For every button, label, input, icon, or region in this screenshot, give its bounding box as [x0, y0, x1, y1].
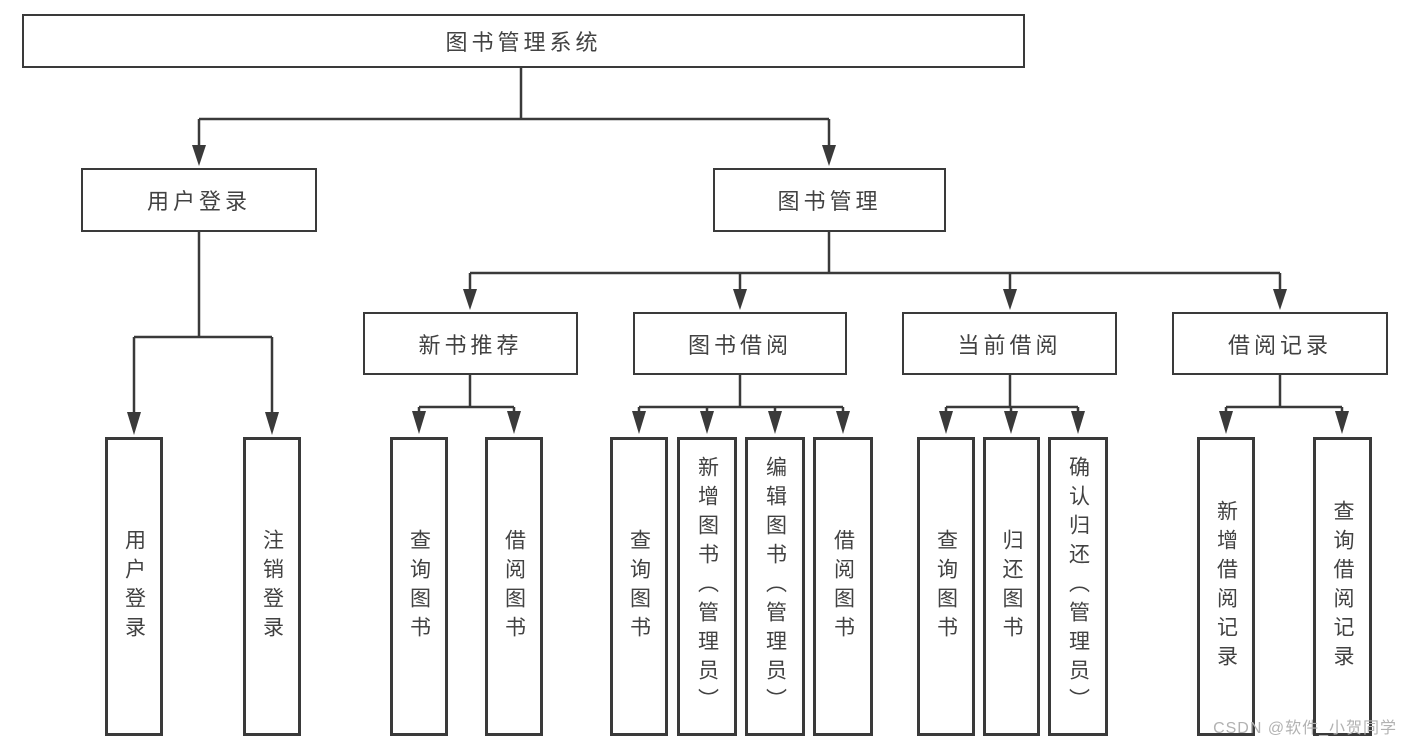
- node-label: 新书推荐: [418, 332, 523, 358]
- leaf-borrow-books-recommend: 借阅图书: [485, 437, 543, 736]
- arrow-down-icon: [192, 145, 206, 166]
- arrow-down-icon: [768, 411, 782, 434]
- leaf-edit-book-admin: 编辑图书（管理员）: [745, 437, 805, 736]
- node-label: 查询图书: [934, 528, 958, 645]
- node-label: 查询图书: [627, 528, 651, 645]
- leaf-add-borrow-record: 新增借阅记录: [1197, 437, 1255, 736]
- leaf-user-login: 用户登录: [105, 437, 163, 736]
- arrow-down-icon: [507, 411, 521, 434]
- node-label: 借阅记录: [1227, 332, 1332, 358]
- node-label: 图书管理: [777, 189, 882, 214]
- arrow-down-icon: [1004, 411, 1018, 434]
- node-label: 查询图书: [407, 528, 431, 645]
- node-label: 归还图书: [1000, 528, 1023, 645]
- node-borrowing-records: 借阅记录: [1172, 312, 1388, 375]
- leaf-query-books-borrow: 查询图书: [610, 437, 668, 736]
- arrow-down-icon: [412, 411, 426, 434]
- arrow-down-icon: [939, 411, 953, 434]
- node-label: 新增图书（管理员）: [695, 456, 719, 717]
- node-label: 图书借阅: [687, 332, 792, 358]
- leaf-borrow-books: 借阅图书: [813, 437, 873, 736]
- leaf-query-books-current: 查询图书: [917, 437, 975, 736]
- arrow-down-icon: [463, 289, 477, 310]
- arrow-down-icon: [1335, 411, 1349, 434]
- node-label: 注销登录: [260, 528, 284, 645]
- node-label: 编辑图书（管理员）: [763, 456, 787, 717]
- node-label: 用户登录: [122, 528, 146, 645]
- arrow-down-icon: [632, 411, 646, 434]
- connector-lines: [132, 66, 1344, 414]
- leaf-confirm-return-admin: 确认归还（管理员）: [1048, 437, 1108, 736]
- node-library-system: 图书管理系统: [22, 14, 1025, 68]
- arrow-down-icon: [265, 412, 279, 435]
- node-label: 用户登录: [146, 189, 251, 214]
- node-user-login: 用户登录: [81, 168, 317, 232]
- leaf-query-borrow-record: 查询借阅记录: [1313, 437, 1372, 736]
- arrow-down-icon: [127, 412, 141, 435]
- node-label: 当前借阅: [957, 332, 1062, 358]
- leaf-return-book: 归还图书: [983, 437, 1040, 736]
- leaf-query-books-recommend: 查询图书: [390, 437, 448, 736]
- arrowheads: [127, 145, 1349, 435]
- node-label: 新增借阅记录: [1214, 499, 1238, 674]
- node-current-borrowing: 当前借阅: [902, 312, 1117, 375]
- node-label: 借阅图书: [502, 528, 526, 645]
- arrow-down-icon: [836, 411, 850, 434]
- arrow-down-icon: [1071, 411, 1085, 434]
- leaf-logout: 注销登录: [243, 437, 301, 736]
- node-book-management: 图书管理: [713, 168, 946, 232]
- node-label: 查询借阅记录: [1331, 499, 1354, 674]
- node-label: 借阅图书: [831, 528, 855, 645]
- node-book-borrowing: 图书借阅: [633, 312, 847, 375]
- arrow-down-icon: [1003, 289, 1017, 310]
- arrow-down-icon: [822, 145, 836, 166]
- watermark: CSDN @软件_小贺同学: [1213, 720, 1397, 737]
- arrow-down-icon: [1273, 289, 1287, 310]
- arrow-down-icon: [700, 411, 714, 434]
- node-new-book-recommend: 新书推荐: [363, 312, 578, 375]
- node-label: 确认归还（管理员）: [1066, 456, 1090, 717]
- leaf-add-book-admin: 新增图书（管理员）: [677, 437, 737, 736]
- arrow-down-icon: [1219, 411, 1233, 434]
- arrow-down-icon: [733, 289, 747, 310]
- node-label: 图书管理系统: [445, 30, 602, 55]
